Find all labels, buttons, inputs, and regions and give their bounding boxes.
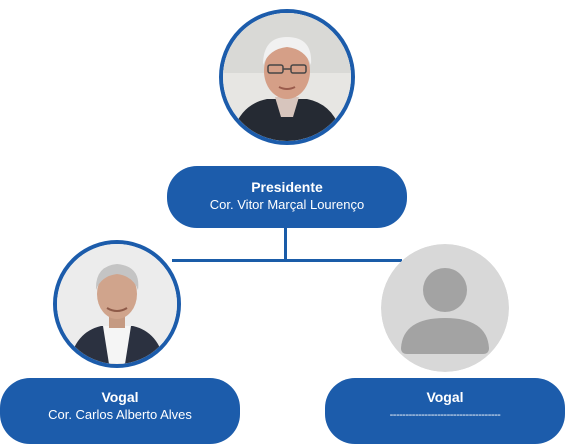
member-1-name: Cor. Carlos Alberto Alves [48,407,192,422]
president-role: Presidente [251,179,323,195]
member-1-portrait-image [57,244,177,364]
member-1-role: Vogal [101,389,139,405]
connector-horizontal [172,259,402,262]
member-2-name: ----------------------------------- [389,409,501,421]
president-card: Presidente Cor. Vitor Marçal Lourenço [167,166,407,228]
connector-vertical [284,228,287,262]
member-2-card: Vogal ----------------------------------… [325,378,565,444]
member-1-card: Vogal Cor. Carlos Alberto Alves [0,378,240,444]
president-photo [219,9,355,145]
president-name: Cor. Vitor Marçal Lourenço [209,197,365,212]
member-1-photo [53,240,181,368]
member-2-role: Vogal [426,389,464,405]
president-portrait-image [223,13,351,141]
user-placeholder-icon [381,244,509,372]
member-2-photo-placeholder [381,244,509,372]
